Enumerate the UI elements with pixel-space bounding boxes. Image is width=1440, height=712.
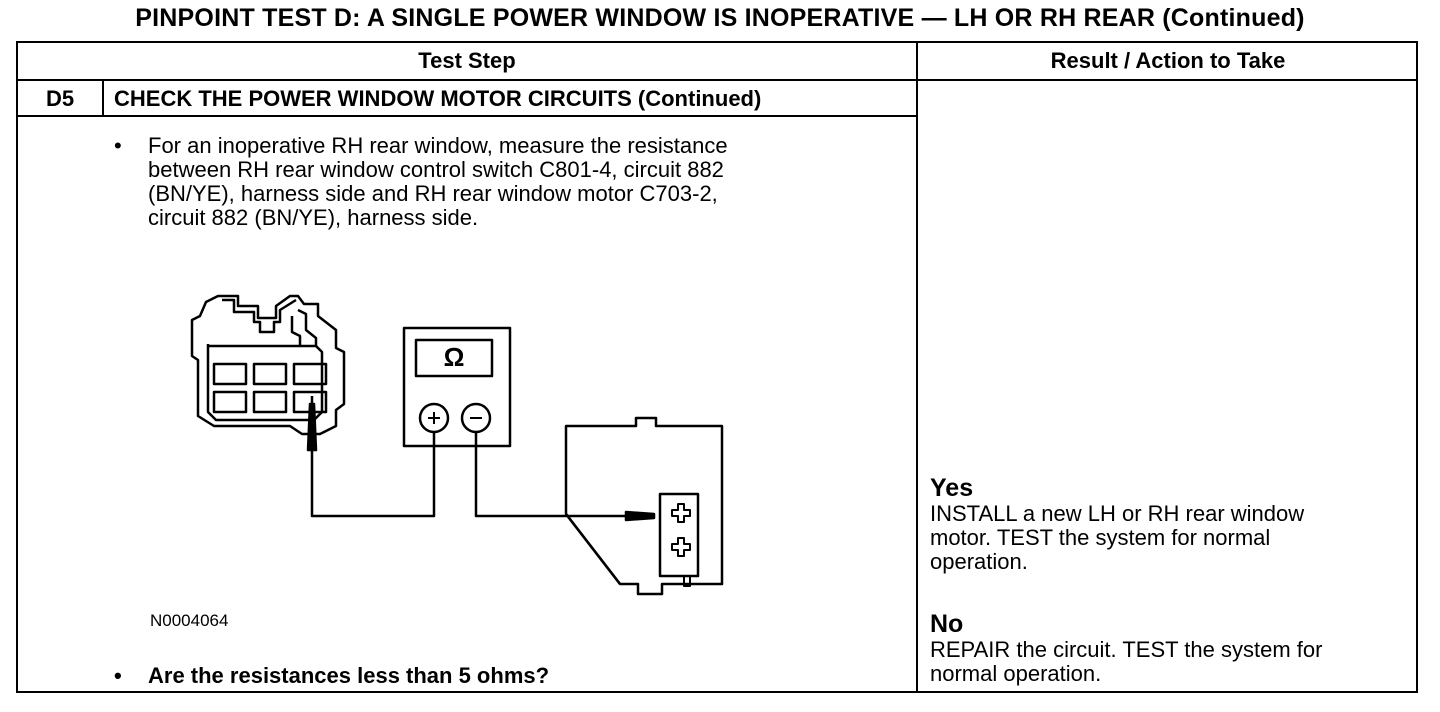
result-yes-line: motor. TEST the system for normal xyxy=(930,525,1271,550)
result-yes-label: Yes xyxy=(930,474,974,502)
header-test-step: Test Step xyxy=(418,48,516,73)
header-result-action: Result / Action to Take xyxy=(1050,48,1286,73)
result-no-label: No xyxy=(930,610,964,638)
step-title: CHECK THE POWER WINDOW MOTOR CIRCUITS (C… xyxy=(114,86,762,111)
header-divider xyxy=(18,79,1418,81)
figure-id: N0004064 xyxy=(150,611,229,630)
instruction-line: (BN/YE), harness side and RH rear window… xyxy=(148,181,718,206)
switch-connector-icon xyxy=(190,294,346,436)
positive-lead xyxy=(310,432,436,518)
question-text: Are the resistances less than 5 ohms? xyxy=(148,663,550,688)
bullet-dot: • xyxy=(114,663,122,688)
pinpoint-test-table: Test Step Result / Action to Take D5 CHE… xyxy=(16,41,1418,693)
motor-connector-icon xyxy=(564,416,724,596)
step-id-divider xyxy=(102,79,104,115)
step-id: D5 xyxy=(45,86,75,111)
page-title: PINPOINT TEST D: A SINGLE POWER WINDOW I… xyxy=(135,4,1305,32)
result-no: No REPAIR the circuit. TEST the system f… xyxy=(930,610,1400,686)
result-no-line: normal operation. xyxy=(930,661,1102,686)
wiring-diagram: Ω xyxy=(190,294,724,596)
result-no-line: REPAIR the circuit. TEST the system for xyxy=(930,637,1323,662)
bullet-dot: • xyxy=(114,133,122,158)
meter-omega-label: Ω xyxy=(444,342,465,372)
motor-probe xyxy=(624,510,656,522)
instruction-line: circuit 882 (BN/YE), harness side. xyxy=(148,205,479,230)
column-divider xyxy=(916,43,918,693)
instruction-text: For an inoperative RH rear window, measu… xyxy=(148,134,848,230)
negative-lead xyxy=(474,432,630,518)
result-yes-line: operation. xyxy=(930,549,1028,574)
step-row-divider xyxy=(18,115,916,117)
result-yes-line: INSTALL a new LH or RH rear window xyxy=(930,501,1305,526)
result-yes: Yes INSTALL a new LH or RH rear window m… xyxy=(930,474,1400,574)
instruction-line: For an inoperative RH rear window, measu… xyxy=(148,133,728,158)
instruction-line: between RH rear window control switch C8… xyxy=(148,157,724,182)
